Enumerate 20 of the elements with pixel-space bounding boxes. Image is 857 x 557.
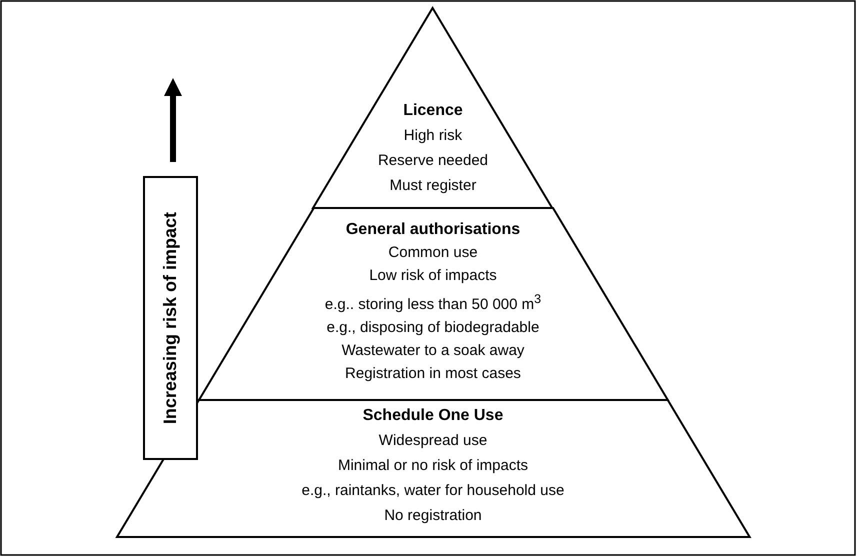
tier-text: Must register xyxy=(390,177,476,195)
tier-text: Wastewater to a soak away xyxy=(342,342,524,360)
tier-text: e.g.. storing less than 50 000 m$^{3}$ xyxy=(324,291,542,314)
pyramid-tier xyxy=(313,8,553,208)
tier-text: Registration in most cases xyxy=(345,365,521,383)
label-box xyxy=(143,176,198,460)
axis-label: Increasing risk of impact xyxy=(160,212,181,424)
tier-text: e.g., raintanks, water for household use xyxy=(302,482,564,500)
tier-heading: Licence xyxy=(403,102,463,120)
pyramid-tier xyxy=(198,208,668,400)
tier-text: High risk xyxy=(404,127,462,145)
tier-text: Reserve needed xyxy=(378,152,488,170)
tier-text: Common use xyxy=(388,244,478,262)
tier-heading: Schedule One Use xyxy=(362,407,504,425)
tier-text: No registration xyxy=(384,507,482,525)
tier-text: Widespread use xyxy=(378,432,488,450)
tier-text: Minimal or no risk of impacts xyxy=(338,457,528,475)
tier-text: Low risk of impacts xyxy=(369,267,497,285)
tier-text: e.g., disposing of biodegradable xyxy=(326,319,540,337)
tier-heading: General authorisations xyxy=(346,221,520,239)
